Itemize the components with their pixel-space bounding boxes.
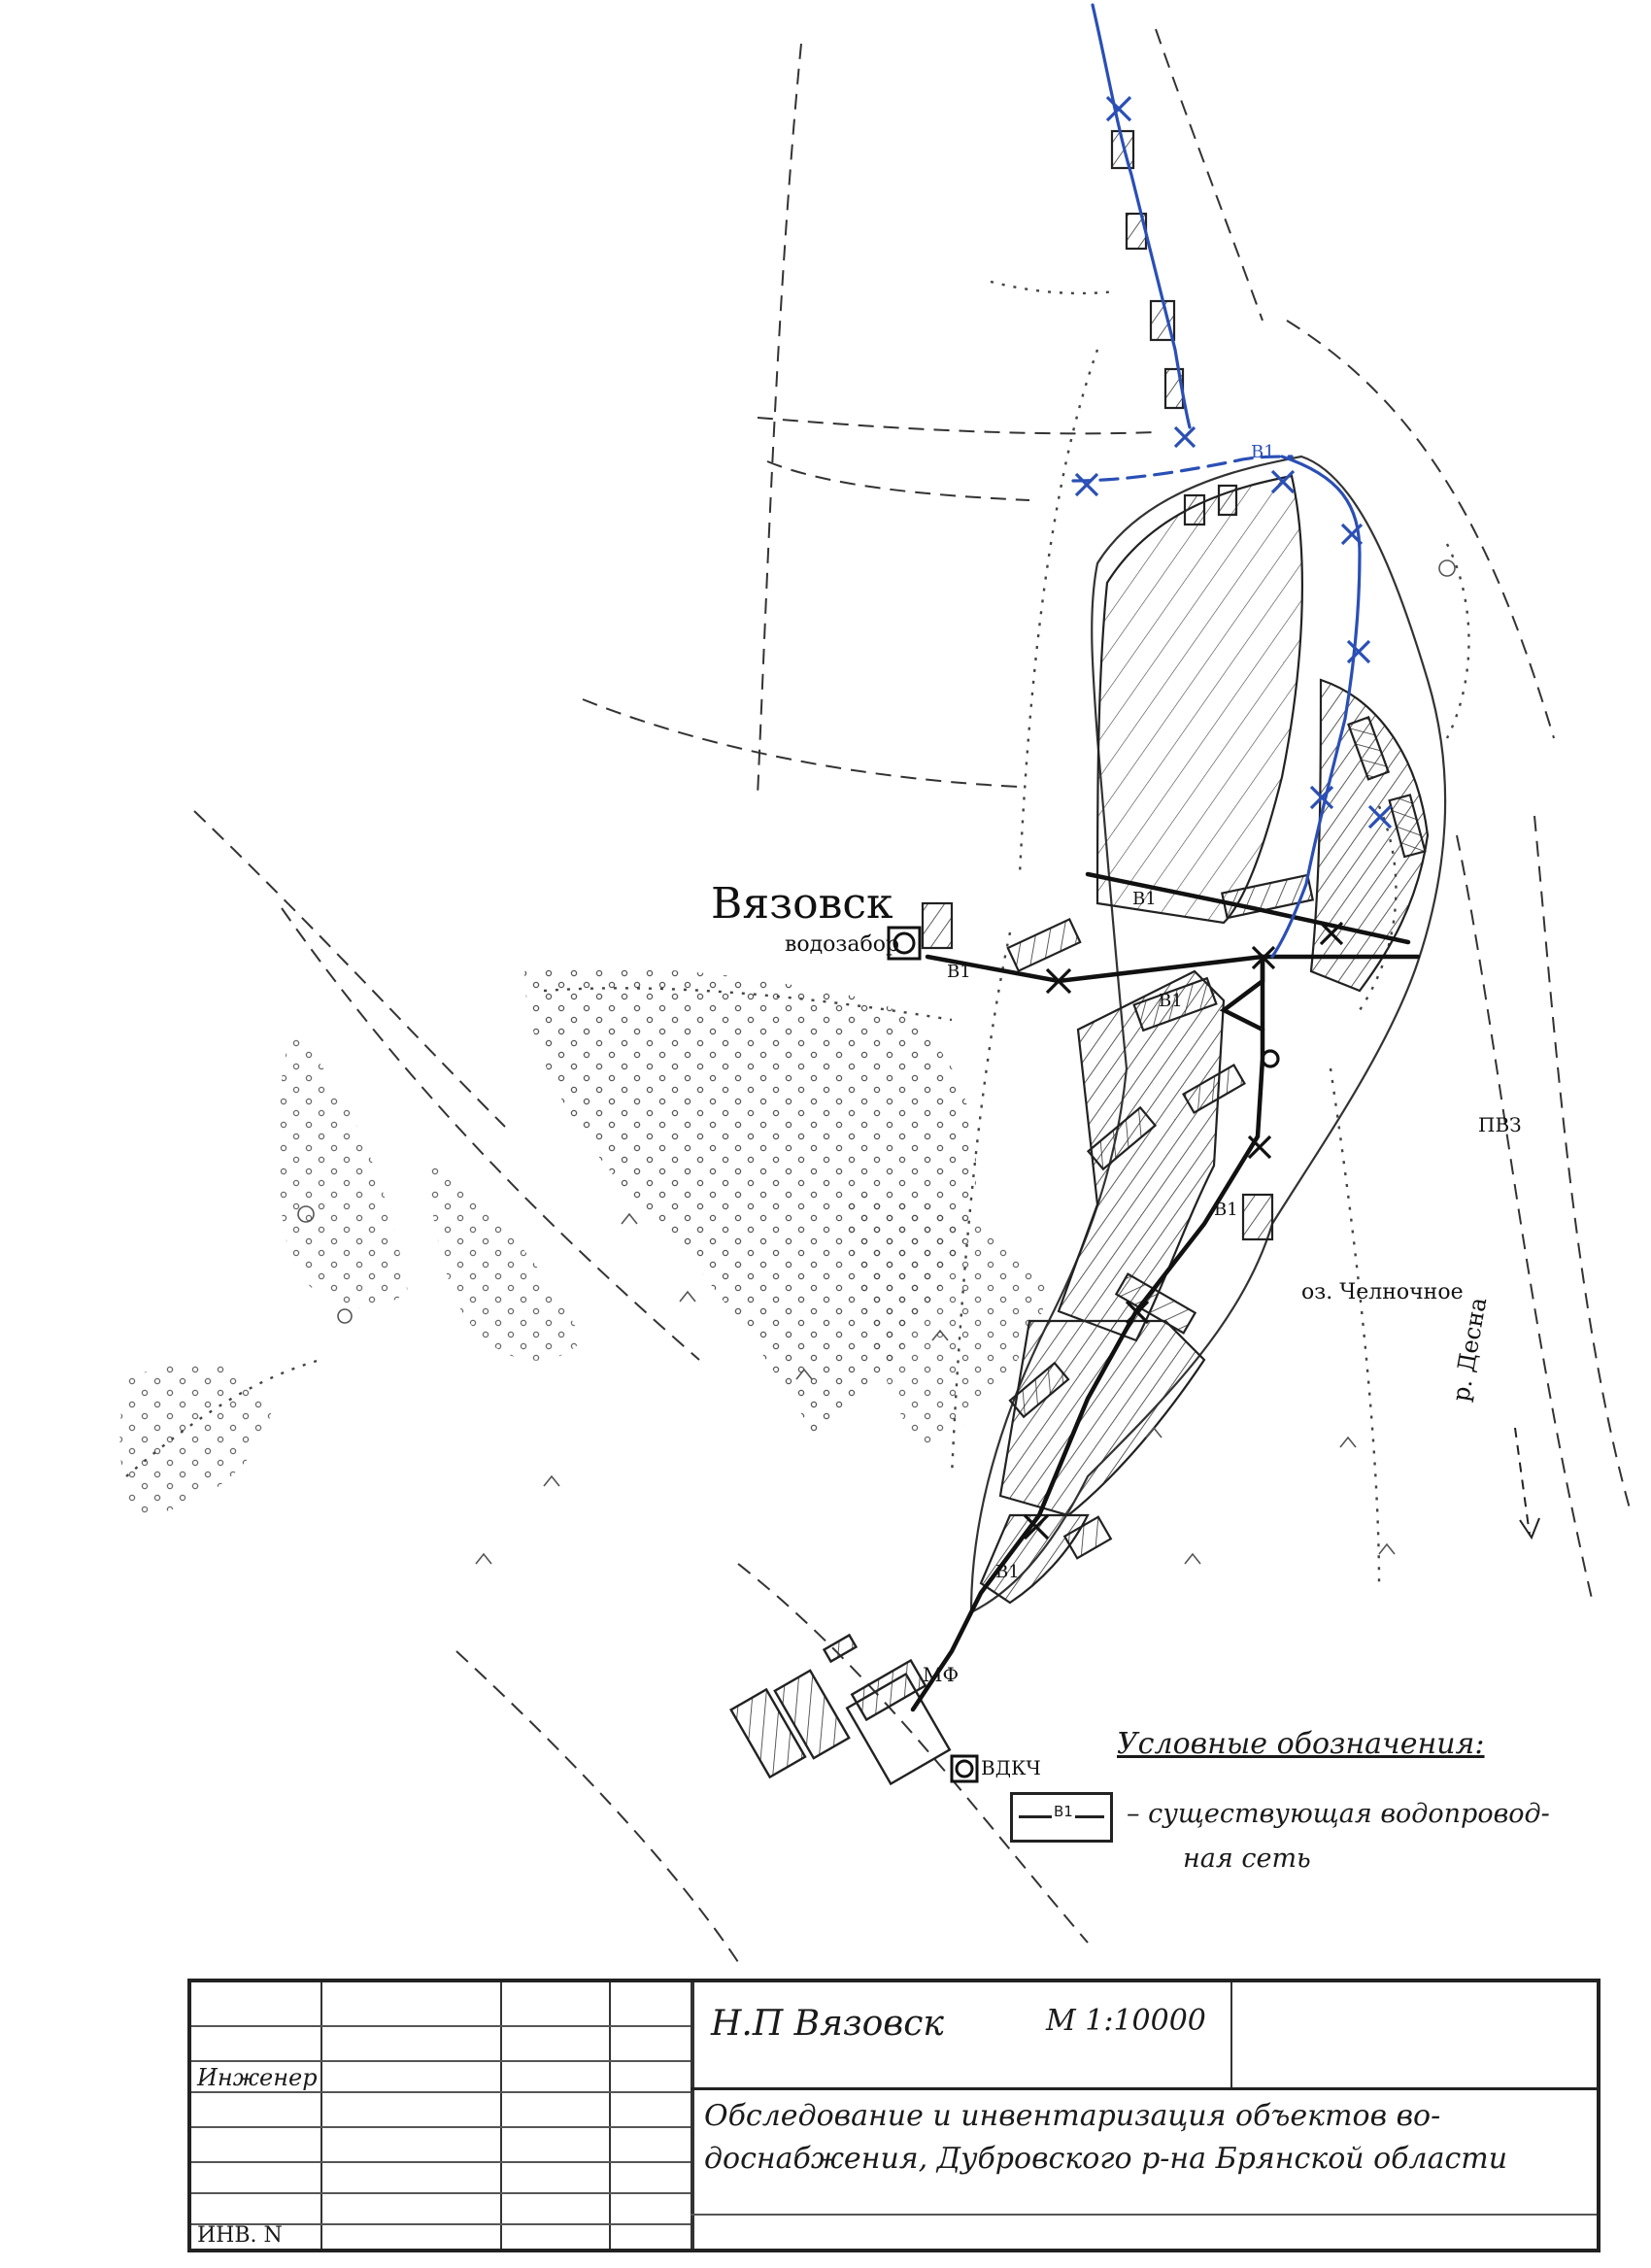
valve-markers-black (1023, 921, 1344, 1540)
legend-code: В1 (1052, 1803, 1075, 1820)
tower-icon (950, 1754, 979, 1783)
title-block: Инженер ИНВ. N Н.П Вязовск М 1:10000 Обс… (187, 1979, 1600, 2252)
road-label: ПВЗ (1478, 1113, 1522, 1136)
ground-marks (297, 559, 1456, 1565)
tower2-label: ВДКЧ (981, 1756, 1041, 1779)
pipe-code-1: В1 (947, 962, 971, 982)
forest-areas (119, 967, 1049, 1515)
pipe-code-2: В1 (1159, 991, 1183, 1011)
inv-label: ИНВ. N (197, 2223, 283, 2248)
valve-markers (1074, 95, 1393, 829)
place-name: Н.П Вязовск (711, 2004, 944, 2044)
network-blue (1071, 3, 1362, 959)
pipe-code-3: В1 (1132, 889, 1157, 909)
river-arrow (1514, 1427, 1540, 1540)
pipe-code-4: В1 (1214, 1200, 1238, 1220)
legend-title: Условные обозначения: (1117, 1727, 1485, 1761)
residential-blocks (921, 129, 1430, 1605)
legend-symbol: В1 (1010, 1792, 1113, 1843)
legend-item-line2: ная сеть (1183, 1844, 1311, 1874)
farm-label: МФ (923, 1663, 960, 1686)
village-label: Вязовск (711, 879, 893, 929)
lake-label: оз. Челночное (1301, 1280, 1464, 1304)
engineer-label: Инженер (197, 2064, 318, 2091)
water-intake-label: водозабор (785, 932, 900, 957)
boundary-lines (193, 28, 1633, 1963)
pipe-code-6: В1 (1251, 442, 1275, 462)
water-intake-icon (887, 926, 922, 961)
description-line2: доснабжения, Дубровского р-на Брянской о… (704, 2142, 1508, 2176)
description-line1: Обследование и инвентаризация объектов в… (704, 2099, 1441, 2133)
pipe-code-5: В1 (995, 1562, 1020, 1582)
farm-buildings (729, 1633, 952, 1786)
legend-item-line1: – существующая водопровод- (1127, 1799, 1550, 1829)
network-existing (910, 871, 1421, 1712)
scale-label: М 1:10000 (1046, 2004, 1206, 2038)
